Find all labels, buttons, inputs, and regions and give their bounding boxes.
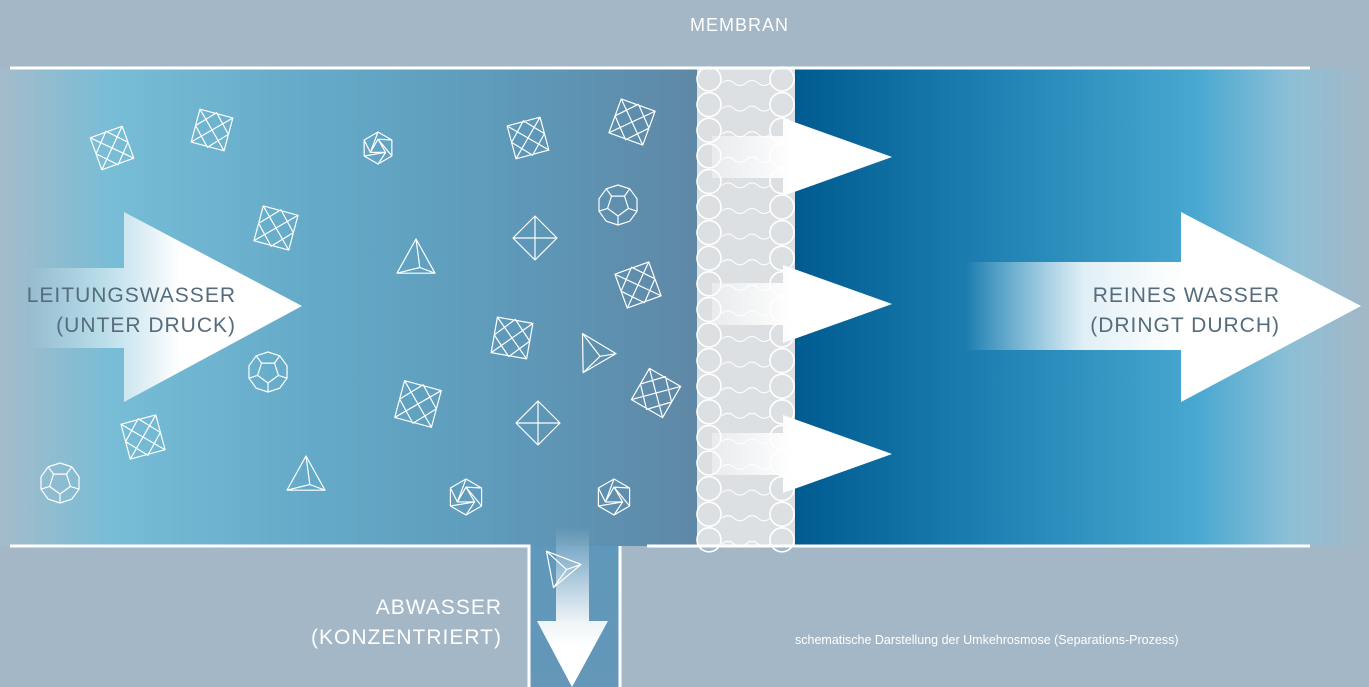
outlet-label-line2: (DRINGT DURCH) [1090, 314, 1280, 337]
dodecahedron-particle [248, 351, 288, 393]
permeate-arrow-icon [712, 415, 892, 493]
octahedron-top-particle [512, 215, 558, 261]
pipe-walls [10, 66, 1310, 687]
icosahedron-particle [597, 478, 631, 516]
inlet-arrow-icon [30, 212, 302, 402]
membrane-label: MEMBRAN [690, 15, 790, 35]
outlet-label-line1: REINES WASSER [1092, 284, 1280, 307]
dodecahedron-particle [40, 462, 80, 504]
inlet-label-line2: (UNTER DRUCK) [56, 314, 236, 337]
octahedron-top-particle [515, 400, 561, 446]
waste-label: ABWASSER (KONZENTRIERT) [300, 593, 502, 653]
outlet-arrow-icon [965, 212, 1361, 402]
octahedron-particle [253, 205, 299, 251]
dodecahedron-particle [598, 184, 638, 226]
inlet-label: LEITUNGSWASSER (UNTER DRUCK) [22, 281, 236, 341]
octahedron-particle [394, 380, 442, 428]
icosahedron-particle [449, 478, 483, 516]
diagram-caption: schematische Darstellung der Umkehrosmos… [795, 633, 1179, 647]
permeate-arrow-icon [712, 265, 892, 343]
octahedron-particle [120, 414, 166, 460]
octahedron-particle [490, 316, 534, 360]
outlet-label: REINES WASSER (DRINGT DURCH) [1060, 281, 1280, 341]
tetrahedron-particle [396, 238, 436, 274]
octahedron-particle [89, 125, 135, 171]
icosahedron-particle [363, 131, 393, 165]
tetrahedron-particle [581, 332, 617, 374]
octahedron-particle [506, 116, 550, 160]
waste-label-line2: (KONZENTRIERT) [311, 626, 502, 649]
octahedron-particle [608, 98, 656, 146]
permeate-arrow-icon [712, 118, 892, 196]
inlet-label-line1: LEITUNGSWASSER [26, 284, 236, 307]
octahedron-particle [614, 261, 662, 309]
contaminant-particles [40, 98, 682, 589]
tetrahedron-particle [286, 455, 326, 491]
octahedron-particle [190, 108, 234, 152]
waste-label-line1: ABWASSER [375, 596, 502, 619]
waste-arrow-icon [537, 527, 608, 687]
octahedron-particle [630, 367, 682, 419]
